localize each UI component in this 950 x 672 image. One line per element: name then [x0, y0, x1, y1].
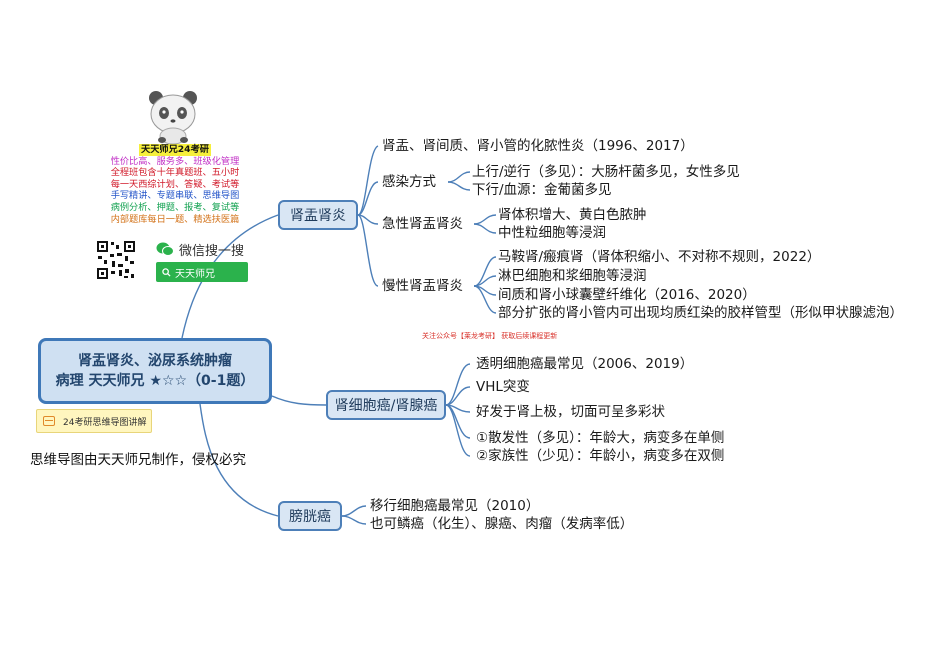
- promo-line: 全程班包含十年真题班、五小时: [110, 167, 240, 179]
- pn-acute-label: 急性肾盂肾炎: [382, 216, 463, 232]
- pn-infection-item: 上行/逆行（多见）：大肠杆菌多见，女性多见: [472, 164, 740, 180]
- pn-chronic-item: 淋巴细胞和浆细胞等浸润: [498, 268, 647, 284]
- lecture-tag[interactable]: 24考研思维导图讲解: [36, 409, 152, 433]
- branch-label: 肾盂肾炎: [290, 208, 346, 224]
- rcc-item: 好发于肾上极，切面可呈多彩状: [476, 404, 665, 420]
- link-rcc-1: [445, 363, 471, 406]
- link-inf-1: [447, 171, 471, 183]
- root-title-line1: 肾盂肾炎、泌尿系统肿瘤: [78, 353, 232, 369]
- promo-line: 性价比高、服务多、班级化管理: [110, 155, 240, 167]
- branch-label: 膀胱癌: [289, 509, 331, 525]
- notes-icon: [43, 416, 55, 426]
- promo-block: 天天师兄24考研 性价比高、服务多、班级化管理 全程班包含十年真题班、五小时 每…: [95, 144, 255, 225]
- link-rcc-5: [445, 404, 471, 457]
- copyright-note: 思维导图由天天师兄制作，侵权必究: [30, 452, 246, 468]
- rcc-item: ①散发性（多见）：年龄大，病变多在单侧: [476, 430, 725, 446]
- bladder-item: 移行细胞癌最常见（2010）: [370, 498, 540, 514]
- link-pn-item0: [357, 145, 379, 216]
- promo-title: 天天师兄24考研: [139, 144, 211, 156]
- wechat-search-label: 微信搜一搜: [156, 238, 244, 260]
- root-title-line2: 病理 天天师兄 ★☆☆（0-1题）: [55, 373, 255, 389]
- rcc-item: ②家族性（少见）：年龄小，病变多在双侧: [476, 448, 725, 464]
- link-root-rcc: [271, 395, 327, 406]
- wechat-search-text: 天天师兄: [175, 268, 215, 280]
- link-acute-2: [473, 223, 497, 234]
- wechat-icon: [156, 242, 174, 256]
- promo-line: 手写精讲、专题串联、思维导图: [110, 190, 240, 202]
- pn-acute-item: 肾体积增大、黄白色脓肿: [498, 207, 647, 223]
- wechat-label-text: 微信搜一搜: [179, 243, 245, 259]
- link-pn-acute: [357, 214, 379, 225]
- pn-chronic-item: 部分扩张的肾小管内可出现均质红染的胶样管型（形似甲状腺滤泡）: [498, 305, 903, 321]
- root-node[interactable]: 肾盂肾炎、泌尿系统肿瘤 病理 天天师兄 ★☆☆（0-1题）: [38, 338, 272, 404]
- link-chronic-4: [473, 285, 497, 314]
- link-acute-1: [473, 214, 497, 225]
- branch-renal-cell-carcinoma[interactable]: 肾细胞癌/肾腺癌: [326, 390, 446, 420]
- branch-pyelonephritis[interactable]: 肾盂肾炎: [278, 200, 358, 230]
- branch-label: 肾细胞癌/肾腺癌: [334, 398, 438, 414]
- pn-chronic-label: 慢性肾盂肾炎: [382, 278, 463, 294]
- promo-line: 每一天西综计划、答疑、考试等: [110, 178, 240, 190]
- pn-chronic-item: 马鞍肾/瘢痕肾（肾体积缩小、不对称不规则，2022）: [498, 249, 821, 265]
- link-inf-2: [447, 181, 471, 191]
- link-root-bladder: [199, 403, 279, 517]
- panda-mascot-icon: [149, 91, 197, 144]
- promo-line: 内部题库每日一题、精选扶医篇: [110, 213, 240, 225]
- wechat-search-box[interactable]: 天天师兄: [156, 262, 248, 282]
- lecture-tag-text: 24考研思维导图讲解: [63, 417, 147, 428]
- link-bl-1: [341, 505, 367, 517]
- bladder-item: 也可鳞癌（化生）、腺癌、肉瘤（发病率低）: [370, 516, 634, 532]
- pn-definition: 肾盂、肾间质、肾小管的化脓性炎（1996、2017）: [382, 138, 694, 154]
- promo-line: 病例分析、押题、报考、复试等: [110, 201, 240, 213]
- pn-acute-item: 中性粒细胞等浸润: [498, 225, 606, 241]
- link-bl-2: [341, 515, 367, 525]
- watermark-note: 关注公众号【莱龙考研】 获取后续课程更新: [422, 332, 558, 340]
- link-pn-chronic: [357, 214, 379, 287]
- rcc-item: VHL突变: [476, 379, 530, 395]
- rcc-item: 透明细胞癌最常见（2006、2019）: [476, 356, 694, 372]
- search-icon: [162, 267, 171, 277]
- pn-chronic-item: 间质和肾小球囊壁纤维化（2016、2020）: [498, 287, 756, 303]
- pn-infection-label: 感染方式: [382, 174, 436, 190]
- pn-infection-item: 下行/血源：金葡菌多见: [472, 182, 612, 198]
- branch-bladder-cancer[interactable]: 膀胱癌: [278, 501, 342, 531]
- qr-code-icon: [96, 240, 136, 280]
- link-pn-infection: [357, 181, 379, 216]
